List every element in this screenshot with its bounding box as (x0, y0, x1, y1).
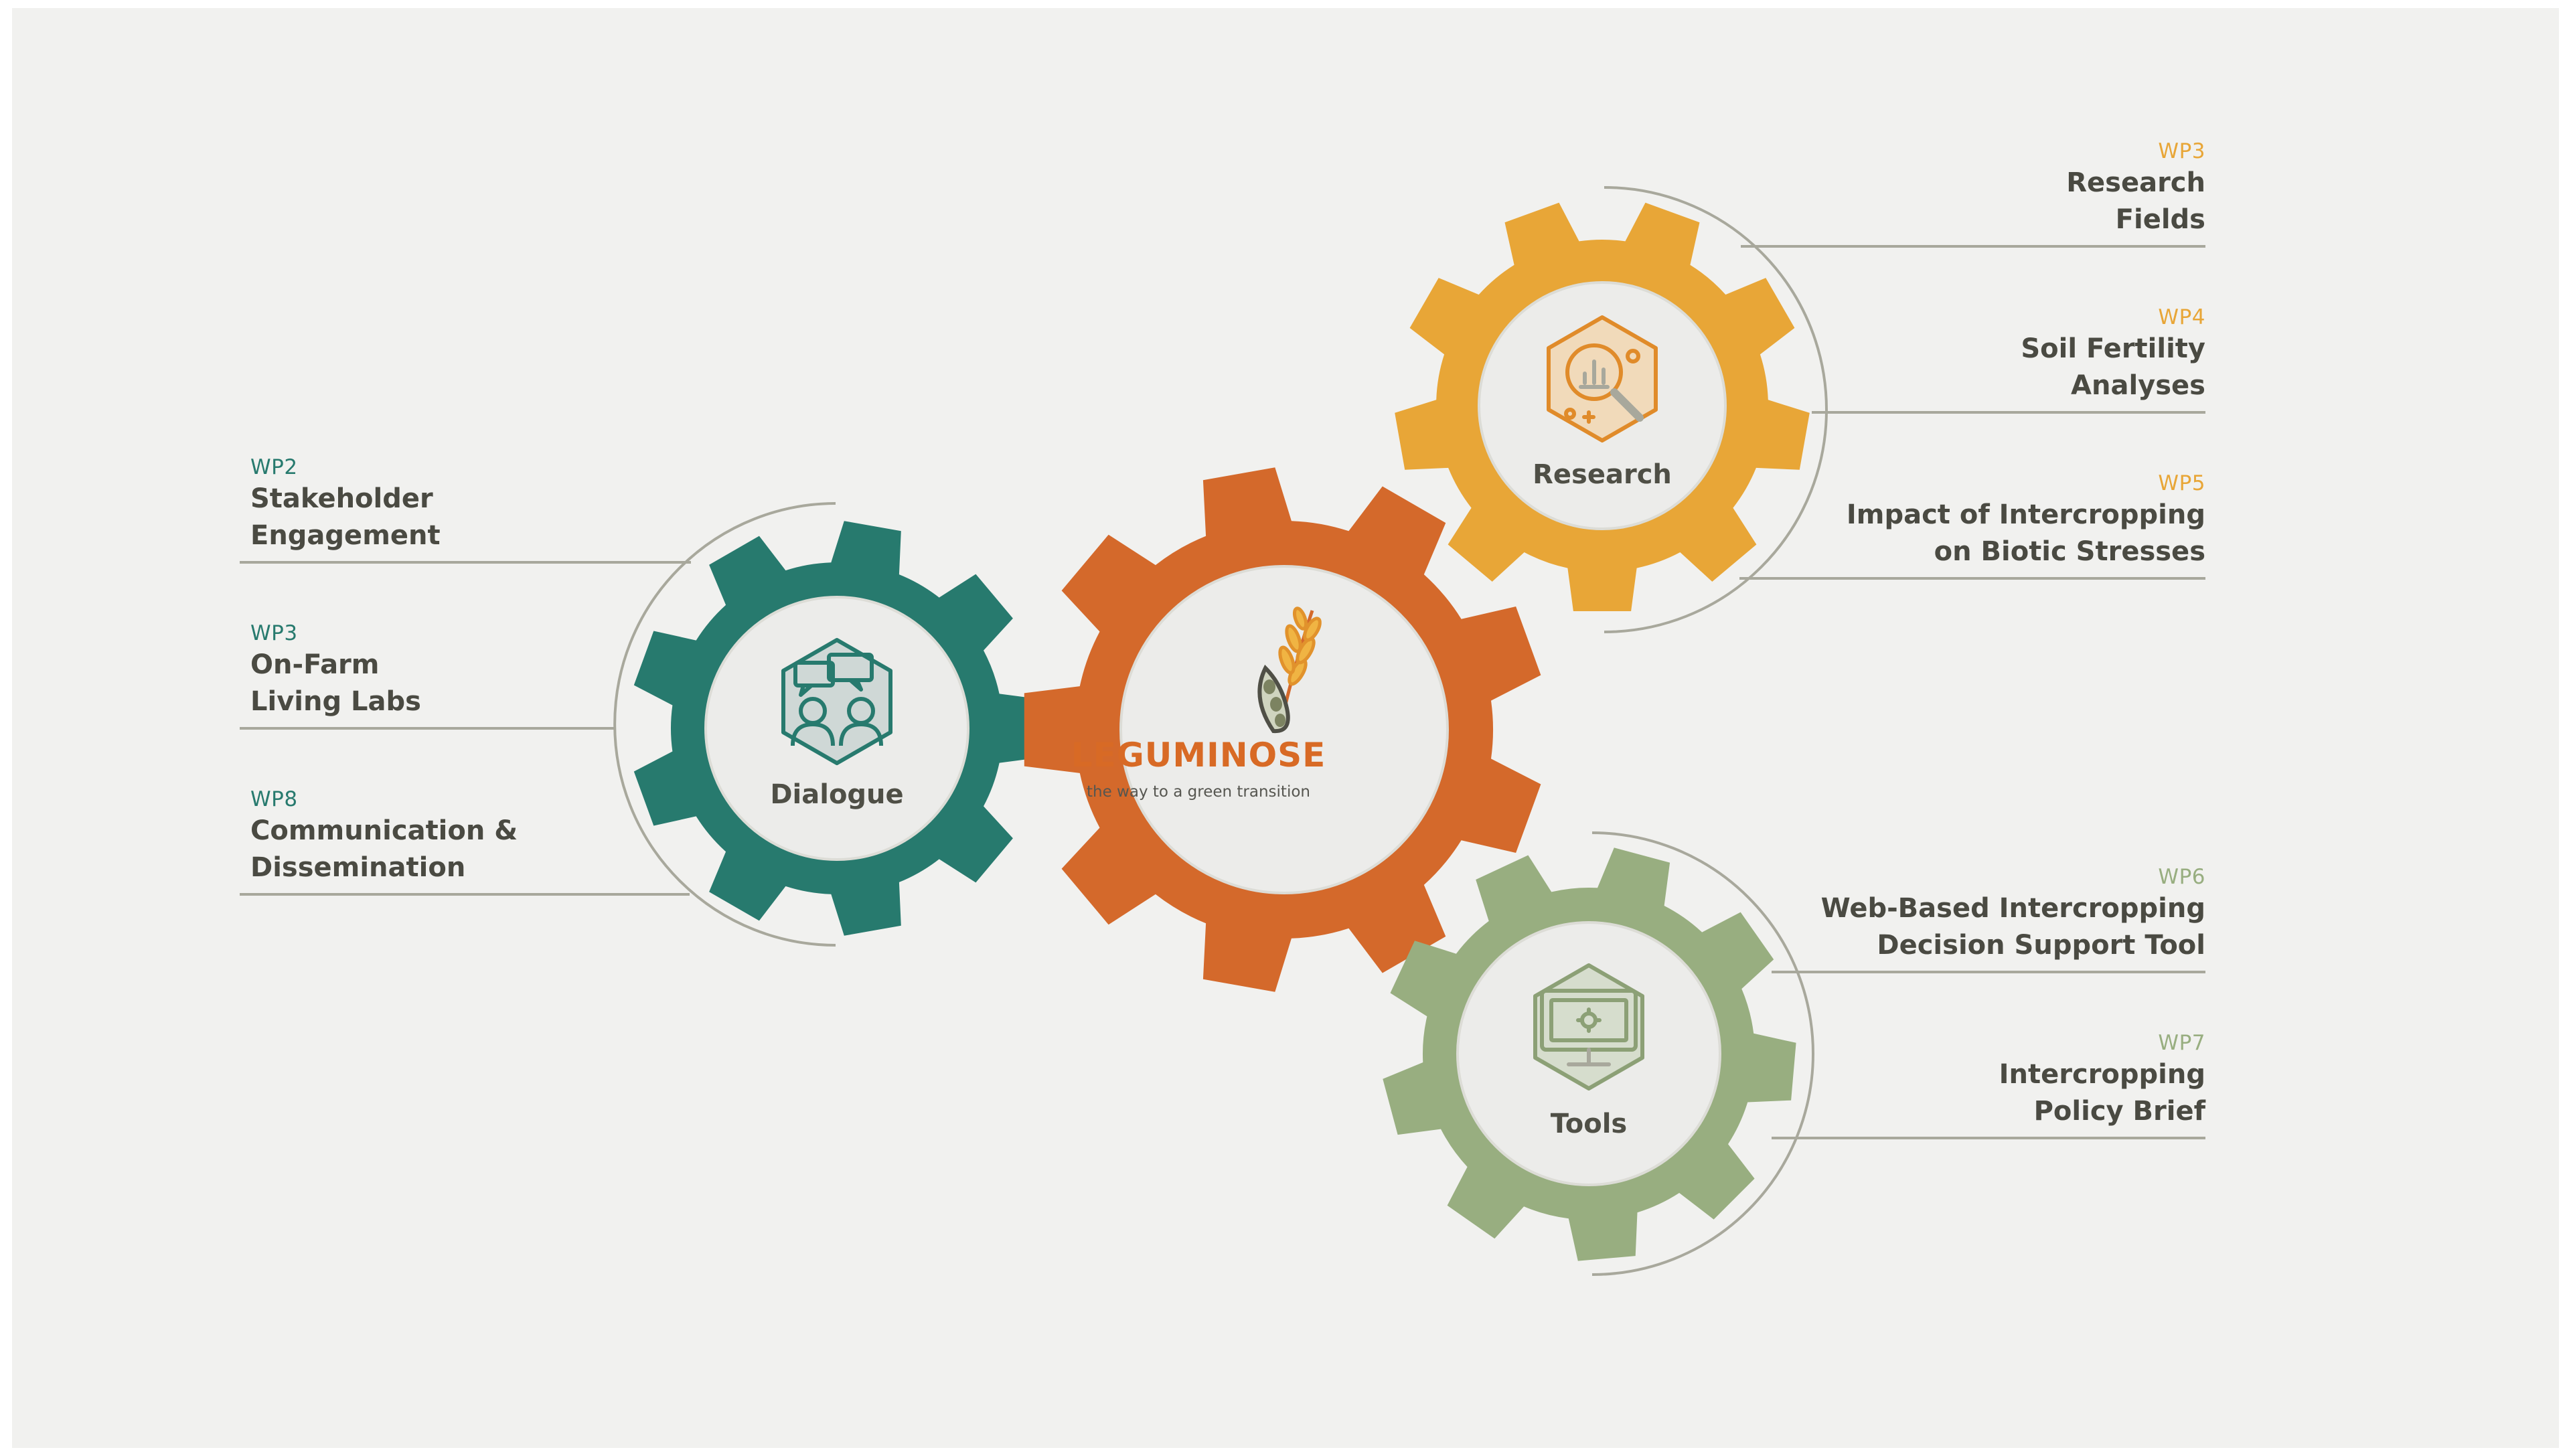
gear-diagram (240, 186, 2205, 1276)
wp-item-tools-2: WP7 Intercropping Policy Brief (1670, 1030, 2205, 1130)
wp-code: WP2 (250, 455, 298, 479)
wp-title: Communication & Dissemination (250, 815, 518, 883)
wp-item-dialogue-1: WP2 Stakeholder Engagement (250, 454, 786, 554)
wp-title: Stakeholder Engagement (250, 483, 441, 551)
wp-title: Web-Based Intercropping Decision Support… (1820, 893, 2205, 961)
wp-code: WP3 (250, 621, 298, 645)
brand-name: LEGUMINOSE (1071, 736, 1326, 775)
wp-title: Impact of Intercropping on Biotic Stress… (1846, 499, 2205, 567)
brand-tagline: the way to a green transition (1086, 783, 1310, 801)
wp-item-tools-1: WP6 Web-Based Intercropping Decision Sup… (1670, 864, 2205, 964)
tools-connector-arc (1591, 831, 1814, 1276)
wp-code: WP5 (2158, 471, 2205, 495)
wp-title: On-Farm Living Labs (250, 649, 421, 717)
wp-code: WP3 (2158, 139, 2205, 163)
wp-title: Intercropping Policy Brief (1999, 1059, 2205, 1127)
magnifier-chart-icon (1547, 315, 1658, 442)
dialogue-connector-arc (613, 502, 836, 947)
bean-pod-and-wheat-icon (1257, 606, 1322, 734)
dialogue-gear-label: Dialogue (770, 779, 904, 810)
tools-gear-label: Tools (1550, 1109, 1628, 1139)
wp-item-dialogue-3: WP8 Communication & Dissemination (250, 786, 786, 886)
wp-item-research-3: WP5 Impact of Intercropping on Biotic St… (1670, 470, 2205, 570)
wp-item-research-2: WP4 Soil Fertility Analyses (1670, 304, 2205, 404)
wp-title: Soil Fertility Analyses (2021, 333, 2205, 401)
wp-item-dialogue-2: WP3 On-Farm Living Labs (250, 620, 786, 720)
wp-code: WP4 (2158, 305, 2205, 329)
computer-monitor-icon (1533, 963, 1644, 1090)
wp-item-research-1: WP3 Research Fields (1670, 138, 2205, 238)
wp-code: WP6 (2158, 865, 2205, 889)
diagram-canvas: LEGUMINOSE the way to a green transition… (12, 8, 2559, 1448)
wp-title: Research Fields (2066, 167, 2205, 235)
wp-code: WP8 (250, 787, 298, 811)
research-gear-label: Research (1533, 459, 1672, 490)
people-chat-icon (781, 638, 892, 765)
research-connector-arc (1604, 186, 1828, 633)
wp-code: WP7 (2158, 1031, 2205, 1055)
